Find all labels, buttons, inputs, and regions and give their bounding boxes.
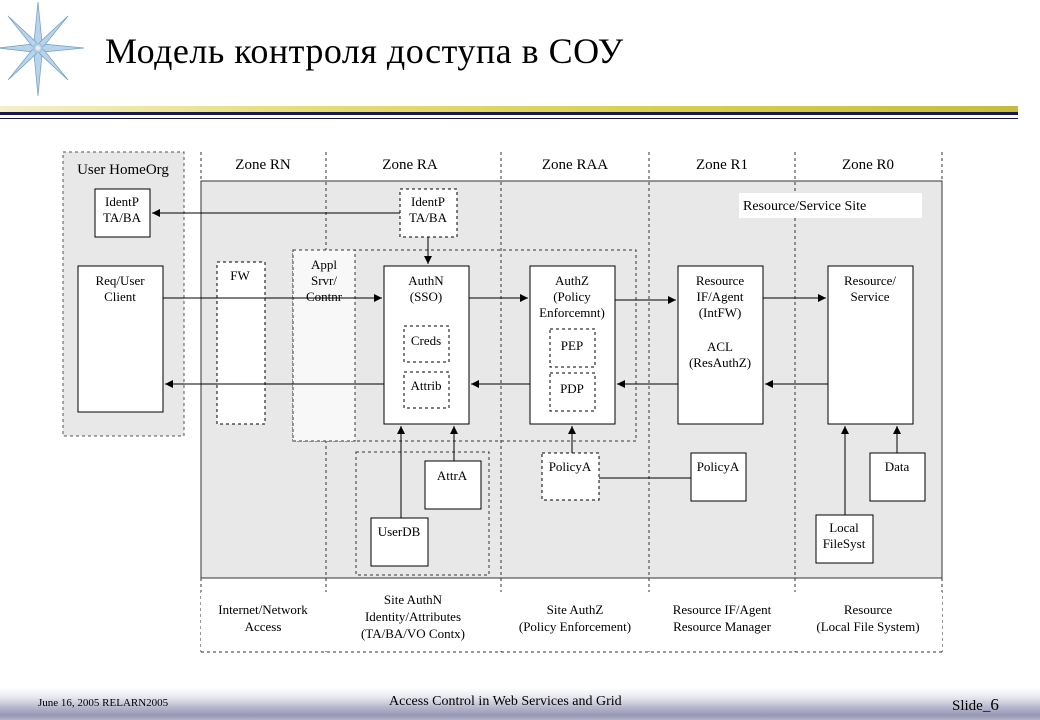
bottom-label-rn-box (201, 592, 326, 651)
footer-date: June 16, 2005 RELARN2005 (38, 697, 169, 709)
pdp-box (549, 372, 596, 412)
policya-raa-text: PolicyA (549, 459, 592, 474)
footer-slide-prefix: Slide_ (952, 698, 991, 714)
bottom-label-raa-text: Site AuthZ (547, 602, 604, 617)
appl-text: Appl (311, 257, 337, 272)
policya-r1-text: PolicyA (697, 459, 740, 474)
title-underline-navy (0, 112, 1018, 115)
star-logo (0, 1, 85, 97)
req-user-client-text: Client (104, 289, 136, 304)
footer-title: Access Control in Web Services and Grid (389, 694, 622, 709)
fw-text: FW (230, 268, 250, 283)
policya-r1-box (690, 452, 747, 502)
attra-text: AttrA (437, 468, 468, 483)
resource-service-text: Resource/ (844, 273, 896, 288)
pep-box (549, 328, 596, 368)
fw-box (216, 261, 266, 425)
acl-text: ACL (707, 339, 733, 354)
creds-box (403, 325, 450, 363)
bottom-label-ra-text: Identity/Attributes (365, 609, 461, 624)
bottom-label-ra-box (326, 592, 501, 651)
attrib-text: Attrib (410, 378, 441, 393)
local-filesyst-text: Local (829, 520, 859, 535)
bottom-label-r1-box (649, 592, 795, 651)
data-text: Data (885, 459, 910, 474)
data-box (869, 452, 926, 502)
zone-r1-label: Zone R1 (696, 157, 748, 173)
identp-ra-text: TA/BA (409, 210, 448, 225)
userdb-box (370, 517, 429, 567)
resource-if-text: (IntFW) (699, 305, 742, 320)
policya-raa-box (541, 452, 600, 501)
req-user-client-text: Req/User (95, 273, 145, 288)
title-underline-gold (0, 106, 1018, 112)
bottom-label-raa-box (501, 592, 649, 651)
footer-slide-num: 6 (990, 695, 999, 714)
creds-text: Creds (411, 333, 441, 348)
identp-ra-box (399, 188, 458, 238)
identity-store-region (355, 451, 490, 576)
title-underline-thin (0, 118, 1018, 119)
attra-box (424, 460, 482, 510)
local-filesyst-text: FileSyst (823, 536, 866, 551)
zone-ra-label: Zone RA (382, 157, 438, 173)
bottom-label-ra-text: (TA/BA/VO Contx) (361, 626, 465, 641)
pep-text: PEP (561, 338, 583, 353)
authz-text: Enforcemnt) (539, 305, 605, 320)
resource-if-text: Resource (696, 273, 745, 288)
resource-if-agent-box (677, 265, 764, 425)
appl-server-box (292, 249, 356, 442)
bottom-label-rn-text: Internet/Network (218, 602, 308, 617)
authn-text: AuthN (408, 273, 444, 288)
zone-r0-label: Zone R0 (842, 157, 894, 173)
identp-ra-text: IdentP (411, 194, 445, 209)
acl-text: (ResAuthZ) (689, 355, 751, 370)
authn-text: (SSO) (410, 289, 443, 304)
footer-bar (0, 688, 1040, 720)
appl-text: Srvr/ (311, 273, 337, 288)
access-control-diagram: User HomeOrg Zone RN Zone RA Zone RAA Zo… (62, 151, 943, 653)
identp-home-text: TA/BA (103, 210, 142, 225)
zone-raa-label: Zone RAA (542, 157, 608, 173)
bottom-label-r0-text: Resource (844, 602, 893, 617)
zone-rn-label: Zone RN (235, 157, 291, 173)
resource-service-text: Service (851, 289, 890, 304)
bottom-label-r1-text: Resource IF/Agent (673, 602, 772, 617)
attrib-box (403, 371, 450, 409)
bottom-label-raa-text: (Policy Enforcement) (519, 619, 631, 634)
resource-service-box (827, 265, 914, 425)
userdb-text: UserDB (378, 524, 421, 539)
bottom-label-ra-text: Site AuthN (384, 592, 443, 607)
authz-text: (Policy (553, 289, 591, 304)
bottom-label-r0-text: (Local File System) (816, 619, 919, 634)
site-label: Resource/Service Site (743, 199, 866, 214)
identp-home-text: IdentP (105, 194, 139, 209)
bottom-label-r0-box (795, 592, 942, 651)
footer-slide-number: Slide_6 (952, 695, 999, 715)
identp-home-box (94, 188, 151, 238)
bottom-label-rn-text: Access (245, 619, 282, 634)
pdp-text: PDP (560, 381, 584, 396)
appl-text: Contnr (306, 289, 343, 304)
authz-text: AuthZ (555, 273, 589, 288)
slide-title: Модель контроля доступа в СОУ (105, 31, 624, 71)
req-user-client-box (77, 265, 164, 413)
bottom-label-r1-text: Resource Manager (673, 619, 771, 634)
resource-if-text: IF/Agent (697, 289, 744, 304)
zone-user-homeorg-label: User HomeOrg (77, 162, 169, 178)
